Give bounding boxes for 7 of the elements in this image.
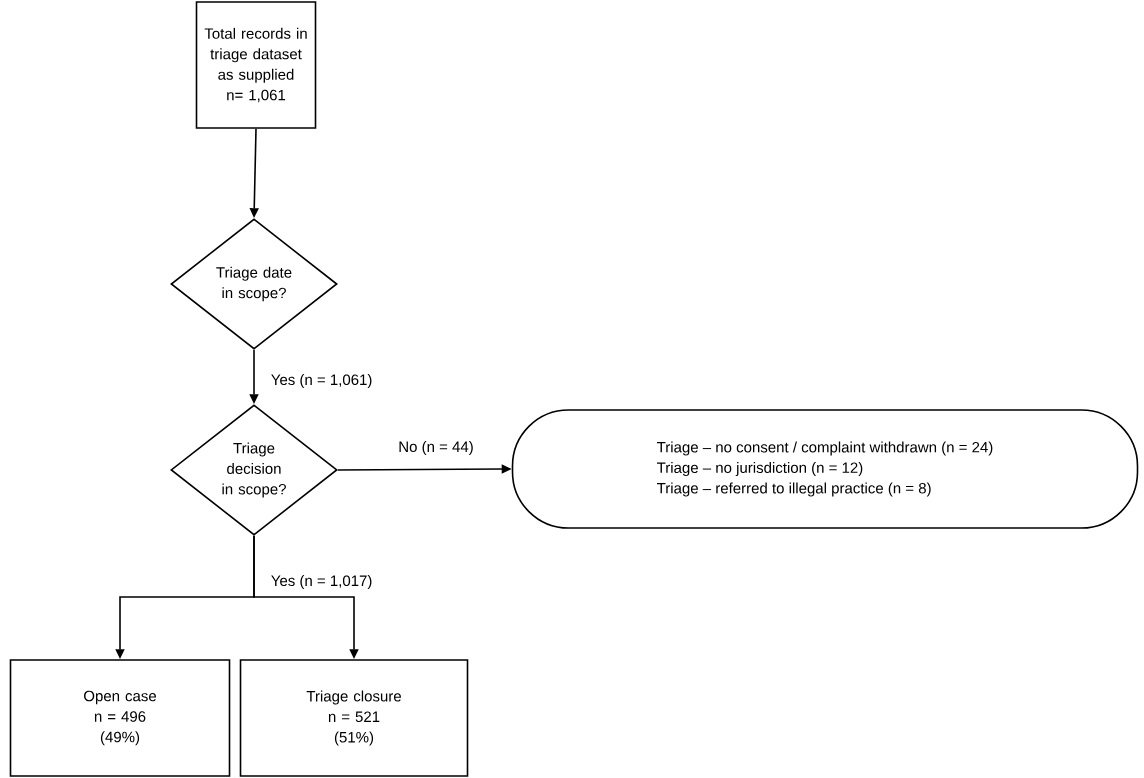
- edge-label: No (n = 44): [396, 439, 476, 457]
- edge-label: Yes (n = 1,061): [268, 372, 375, 390]
- process-box: Total records in triage dataset as supplied n= 1,061: [195, 1, 317, 129]
- edge-label: Yes (n = 1,017): [268, 573, 375, 591]
- process-box: Triage closure n = 521 (51%): [239, 659, 469, 777]
- terminator-box: Triage – no consent / complaint withdrawn (n = 24) Triage – no jurisdiction (n = 12) Triage – referred to illegal practice (n = 8): [511, 409, 1139, 529]
- process-box: Open case n = 496 (49%): [9, 659, 231, 777]
